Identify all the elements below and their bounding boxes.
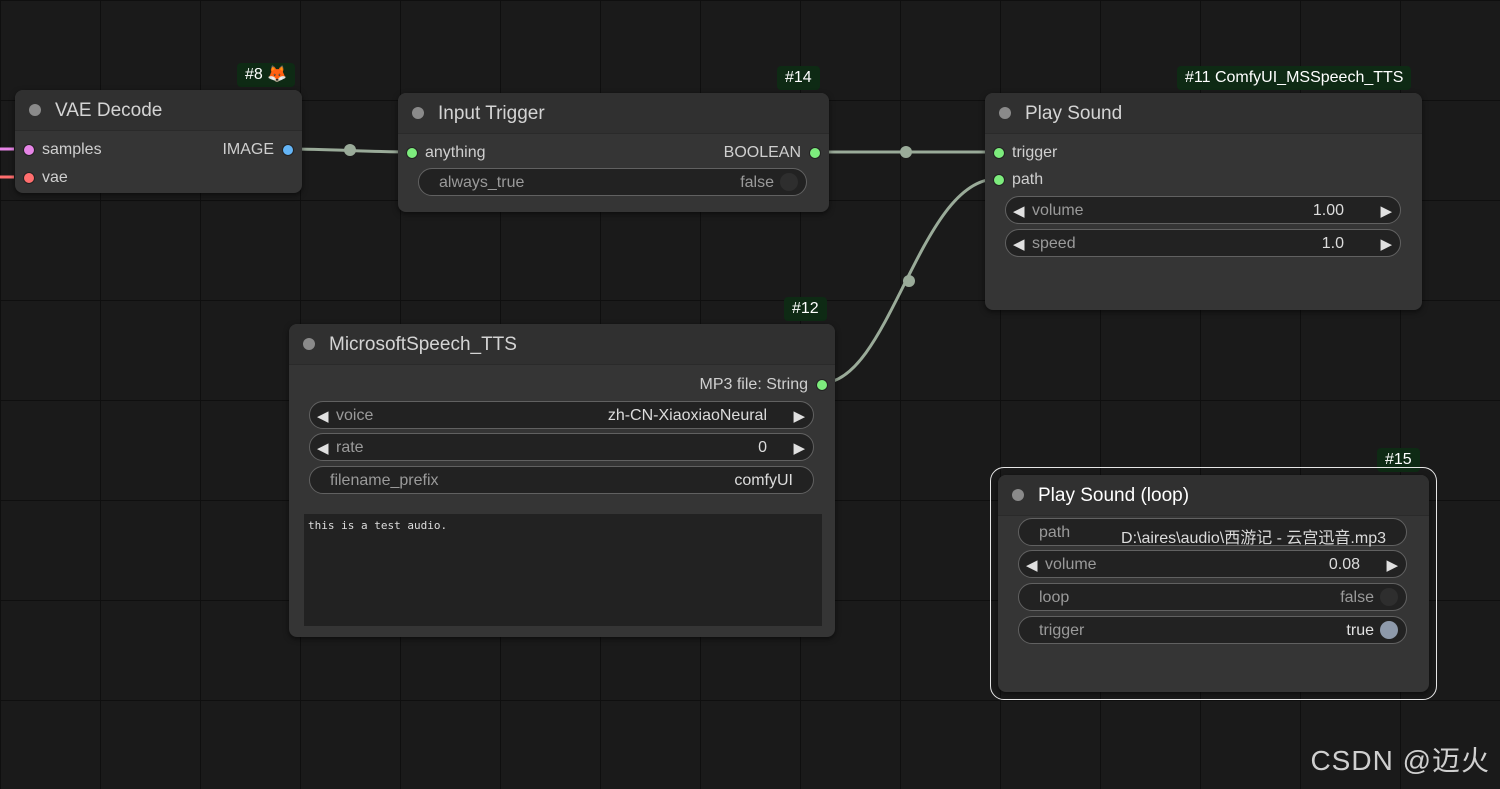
toggle-knob[interactable] [1380,588,1398,606]
number-widget-volume[interactable]: ◀ volume 0.08 ▶ [1018,550,1407,578]
node-vae-decode[interactable]: VAE Decode samples vae IMAGE [15,90,302,193]
decrement-arrow-icon[interactable]: ◀ [1013,236,1025,253]
node-title: Play Sound (loop) [1038,485,1190,506]
collapse-dot[interactable] [1012,489,1024,501]
collapse-dot[interactable] [999,107,1011,119]
output-slot-boolean[interactable] [809,147,821,159]
widget-label: volume [1045,556,1097,573]
input-slot-path[interactable] [993,174,1005,186]
output-slot-mp3[interactable] [816,379,828,391]
node-input-trigger[interactable]: Input Trigger anything BOOLEAN always_tr… [398,93,829,212]
widget-label: trigger [1039,622,1085,639]
link-image-to-anything [288,147,412,154]
input-label-vae: vae [42,169,68,186]
toggle-knob[interactable] [1380,621,1398,639]
node-badge-ms-tts: #12 [784,297,827,321]
decrement-arrow-icon[interactable]: ◀ [317,440,329,457]
widget-value: comfyUI [734,472,793,489]
toggle-trigger[interactable]: trigger true [1018,616,1407,644]
toggle-always-true[interactable]: always_true false [418,168,807,196]
decrement-arrow-icon[interactable]: ◀ [1013,203,1025,220]
link-midpoint-3 [903,275,915,287]
toggle-loop[interactable]: loop false [1018,583,1407,611]
output-label-image: IMAGE [222,141,274,158]
input-label-samples: samples [42,141,102,158]
widget-value: false [1340,589,1374,606]
link-midpoint-2 [900,146,912,158]
widget-label: volume [1032,202,1084,219]
increment-arrow-icon[interactable]: ▶ [1380,203,1392,220]
number-widget-volume[interactable]: ◀ volume 1.00 ▶ [1005,196,1401,224]
input-label-anything: anything [425,144,486,161]
node-title-bar[interactable]: Play Sound [985,93,1422,134]
input-slot-vae[interactable] [23,172,35,184]
decrement-arrow-icon[interactable]: ◀ [1026,557,1038,574]
node-title-bar[interactable]: MicrosoftSpeech_TTS [289,324,835,365]
link-midpoint-1 [344,144,356,156]
increment-arrow-icon[interactable]: ▶ [1380,236,1392,253]
toggle-knob[interactable] [780,173,798,191]
node-badge-input-trigger: #14 [777,66,820,90]
text-input-area[interactable]: this is a test audio. [304,514,822,626]
text-widget-path[interactable]: path D:\aires\audio\西游记 - 云宫迅音.mp3 [1018,518,1407,547]
widget-label: loop [1039,589,1070,606]
collapse-dot[interactable] [29,104,41,116]
widget-value: 0.08 [1328,556,1360,573]
node-title: Play Sound [1025,103,1123,124]
increment-arrow-icon[interactable]: ▶ [1386,557,1398,574]
widget-label: always_true [439,174,525,191]
combo-widget-voice[interactable]: ◀ voice zh-CN-XiaoxiaoNeural ▶ [309,401,814,429]
link-mp3-to-path [821,177,998,385]
input-slot-trigger[interactable] [993,147,1005,159]
output-slot-image[interactable] [282,144,294,156]
previous-arrow-icon[interactable]: ◀ [317,408,329,425]
node-title: Input Trigger [438,103,545,124]
increment-arrow-icon[interactable]: ▶ [793,440,805,457]
collapse-dot[interactable] [412,107,424,119]
widget-label: rate [336,439,364,456]
node-title: MicrosoftSpeech_TTS [329,334,517,355]
widget-label: path [1039,524,1071,541]
widget-value: 0 [758,439,767,456]
widget-value: false [740,174,774,191]
input-label-path: path [1012,171,1044,188]
widget-value: 1.00 [1312,202,1344,219]
node-badge-play-sound: #11 ComfyUI_MSSpeech_TTS [1177,66,1412,90]
node-ms-tts[interactable]: MicrosoftSpeech_TTS MP3 file: String ◀ v… [289,324,835,637]
watermark: CSDN @迈火 [1310,745,1490,776]
widget-value: 1.0 [1321,235,1344,252]
node-play-sound-loop[interactable]: Play Sound (loop) path D:\aires\audio\西游… [998,475,1429,692]
node-play-sound[interactable]: Play Sound trigger path ◀ volume 1.00 ▶ … [985,93,1422,310]
number-widget-speed[interactable]: ◀ speed 1.0 ▶ [1005,229,1401,257]
text-widget-filename-prefix[interactable]: filename_prefix comfyUI [309,466,814,494]
output-label-mp3: MP3 file: String [699,376,808,393]
node-selection-outline [990,467,1437,700]
node-title-bar[interactable]: VAE Decode [15,90,302,131]
input-slot-anything[interactable] [406,147,418,159]
input-slot-samples[interactable] [23,144,35,156]
node-title: VAE Decode [55,100,163,121]
number-widget-rate[interactable]: ◀ rate 0 ▶ [309,433,814,461]
widget-value: true [1346,622,1374,639]
next-arrow-icon[interactable]: ▶ [793,408,805,425]
output-label-boolean: BOOLEAN [723,144,801,161]
collapse-dot[interactable] [303,338,315,350]
widget-label: filename_prefix [330,472,439,489]
node-badge-vae-decode: #8 🦊 [237,63,296,87]
node-badge-play-sound-loop: #15 [1377,448,1420,472]
node-title-bar[interactable]: Play Sound (loop) [998,475,1429,516]
widget-label: voice [336,407,374,424]
input-label-trigger: trigger [1012,144,1058,161]
widget-value: zh-CN-XiaoxiaoNeural [607,407,767,424]
widget-label: speed [1032,235,1076,252]
node-title-bar[interactable]: Input Trigger [398,93,829,134]
widget-value: D:\aires\audio\西游记 - 云宫迅音.mp3 [1121,530,1386,547]
